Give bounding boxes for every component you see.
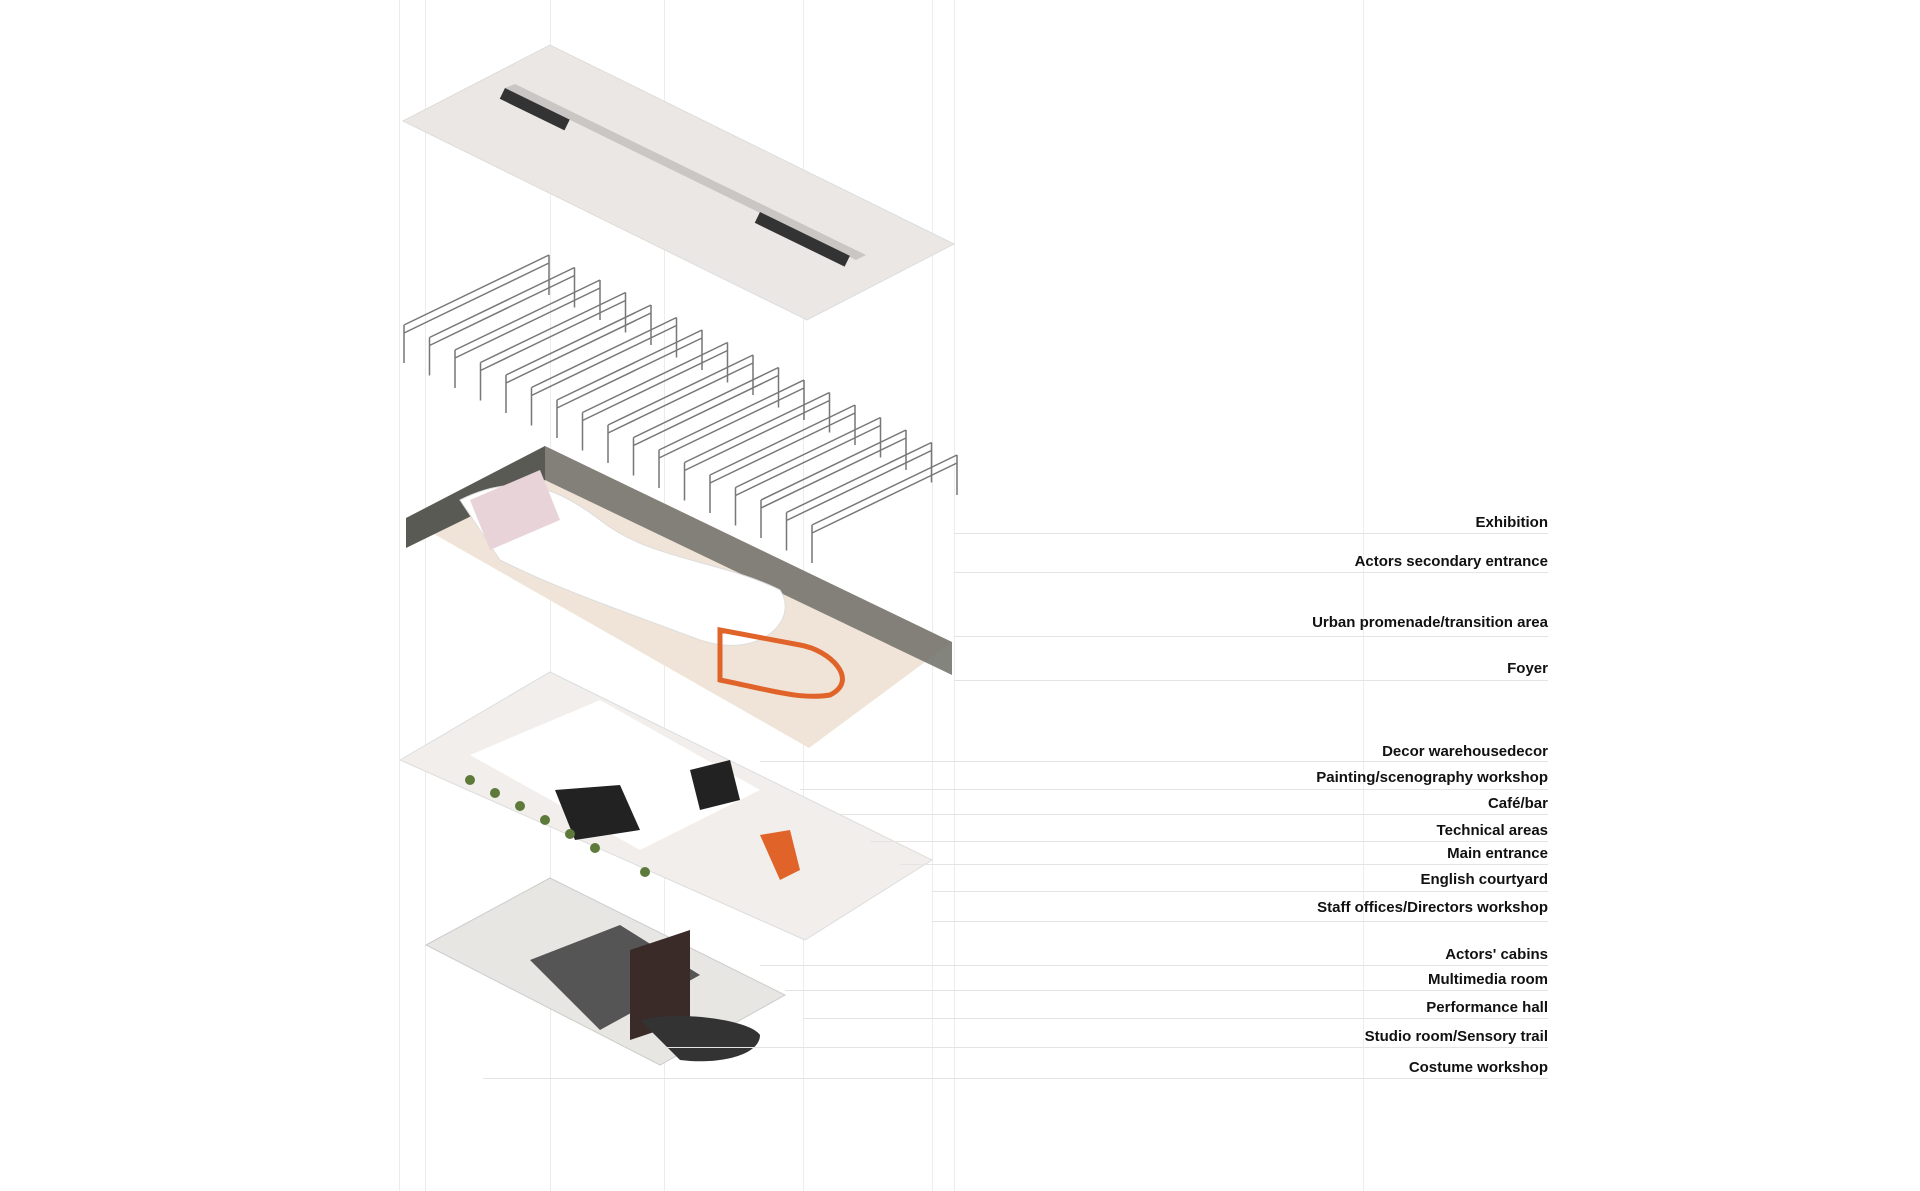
leader-line (954, 636, 1548, 637)
leader-line (870, 841, 1548, 842)
truss (530, 316, 678, 426)
truss (709, 404, 856, 513)
label-cafe-bar: Café/bar (1487, 795, 1548, 812)
leader-line (760, 965, 1548, 966)
leader-line (954, 533, 1548, 534)
ground-floor-layer (406, 446, 952, 748)
label-exhibition: Exhibition (1475, 514, 1549, 531)
truss (505, 304, 652, 413)
leader-line (760, 761, 1548, 762)
label-english-courtyard: English courtyard (1420, 871, 1548, 888)
truss (454, 279, 601, 388)
truss (556, 329, 703, 438)
guide-line (425, 0, 426, 1191)
truss (811, 454, 958, 563)
truss (607, 354, 754, 463)
truss-layer (403, 254, 958, 563)
label-costume-workshop: Costume workshop (1408, 1059, 1548, 1076)
truss (658, 379, 805, 488)
guide-line (932, 0, 933, 1191)
leader-line (803, 1018, 1548, 1019)
label-actors-cabins: Actors' cabins (1445, 946, 1548, 963)
skylight (499, 87, 570, 131)
first-level-layer (398, 671, 934, 941)
truss (632, 366, 780, 476)
basement-layer (424, 877, 787, 1066)
leader-line (932, 891, 1548, 892)
guide-line (1363, 0, 1364, 1191)
roof-layer (401, 44, 956, 321)
leader-line (900, 864, 1548, 865)
leader-line (932, 921, 1548, 922)
truss (479, 291, 627, 401)
truss (581, 341, 729, 451)
truss (403, 254, 550, 363)
label-foyer: Foyer (1507, 660, 1548, 677)
skylight (754, 211, 850, 267)
truss (428, 266, 576, 376)
leader-line (664, 1047, 1548, 1048)
leader-line (800, 789, 1548, 790)
label-urban-promenade: Urban promenade/transition area (1312, 614, 1548, 631)
label-technical-areas: Technical areas (1436, 822, 1548, 839)
label-main-entrance: Main entrance (1447, 845, 1548, 862)
label-multimedia-room: Multimedia room (1427, 971, 1548, 988)
truss (785, 441, 933, 551)
guide-line (399, 0, 400, 1191)
truss (760, 429, 907, 538)
leader-line (483, 1078, 1548, 1079)
truss (683, 391, 831, 501)
leader-line (840, 814, 1548, 815)
truss (734, 416, 882, 526)
leader-line (785, 990, 1548, 991)
leader-line (954, 680, 1548, 681)
label-actors-secondary-entrance: Actors secondary entrance (1354, 553, 1548, 570)
label-performance-hall: Performance hall (1426, 999, 1548, 1016)
label-decor-warehouse: Decor warehousedecor (1382, 743, 1548, 760)
label-staff-offices: Staff offices/Directors workshop (1317, 899, 1548, 916)
guide-line (954, 0, 955, 1191)
label-studio-room: Studio room/Sensory trail (1364, 1028, 1548, 1045)
label-painting-workshop: Painting/scenography workshop (1316, 769, 1548, 786)
leader-line (954, 572, 1548, 573)
